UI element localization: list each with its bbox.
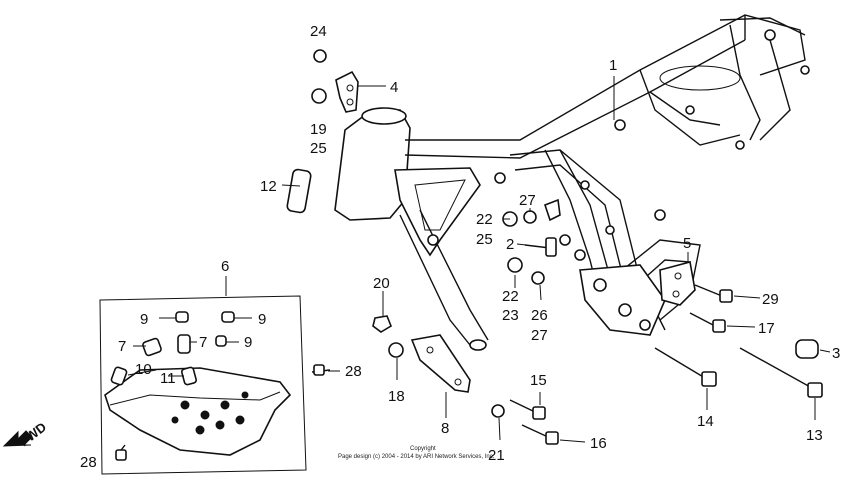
label-9-right-top: 9: [258, 311, 266, 328]
label-22-upper: 22: [476, 211, 493, 228]
small-parts: [115, 49, 823, 461]
label-14: 14: [697, 413, 714, 430]
label-15: 15: [530, 372, 547, 389]
label-18: 18: [388, 388, 405, 405]
skid-plate-group: [99, 295, 307, 475]
label-17: 17: [758, 320, 775, 337]
label-11: 11: [160, 370, 176, 387]
label-27-upper: 27: [519, 192, 536, 209]
main-frame: [334, 14, 810, 351]
label-28-left: 28: [80, 454, 97, 471]
label-23: 23: [502, 307, 519, 324]
label-16: 16: [590, 435, 607, 452]
label-9-right-mid: 9: [244, 334, 252, 351]
label-25-mid: 25: [476, 231, 493, 248]
label-7-left: 7: [118, 338, 126, 355]
forward-arrow-icon: [2, 430, 33, 447]
label-6: 6: [221, 258, 229, 275]
copyright-line-2: Page design (c) 2004 - 2014 by ARI Netwo…: [338, 454, 495, 460]
fwd-label: FWD: [17, 419, 50, 449]
label-20: 20: [373, 275, 390, 292]
label-9-left: 9: [140, 311, 148, 328]
label-21: 21: [488, 447, 505, 464]
label-7-mid: 7: [199, 334, 207, 351]
callout-labels: 1 24 4 19 25 12 27 22 25 2 5 6 20 22 23 …: [80, 23, 840, 471]
copyright-line-1: Copyright: [410, 446, 436, 452]
leader-lines: [127, 76, 831, 443]
label-2: 2: [506, 236, 514, 253]
label-1: 1: [609, 57, 617, 74]
label-3: 3: [832, 345, 840, 362]
label-13: 13: [806, 427, 823, 444]
label-29: 29: [762, 291, 779, 308]
label-22-lower: 22: [502, 288, 519, 305]
label-8: 8: [441, 420, 449, 437]
label-24: 24: [310, 23, 327, 40]
label-12: 12: [260, 178, 277, 195]
label-25-top: 25: [310, 140, 327, 157]
label-19: 19: [310, 121, 327, 138]
label-28-right: 28: [345, 363, 362, 380]
label-26: 26: [531, 307, 548, 324]
label-5: 5: [683, 235, 691, 252]
label-10: 10: [135, 361, 152, 378]
forward-indicator: FWD: [2, 419, 50, 449]
copyright-notice: Copyright Page design (c) 2004 - 2014 by…: [338, 446, 495, 460]
label-4: 4: [390, 79, 398, 96]
label-27-lower: 27: [531, 327, 548, 344]
